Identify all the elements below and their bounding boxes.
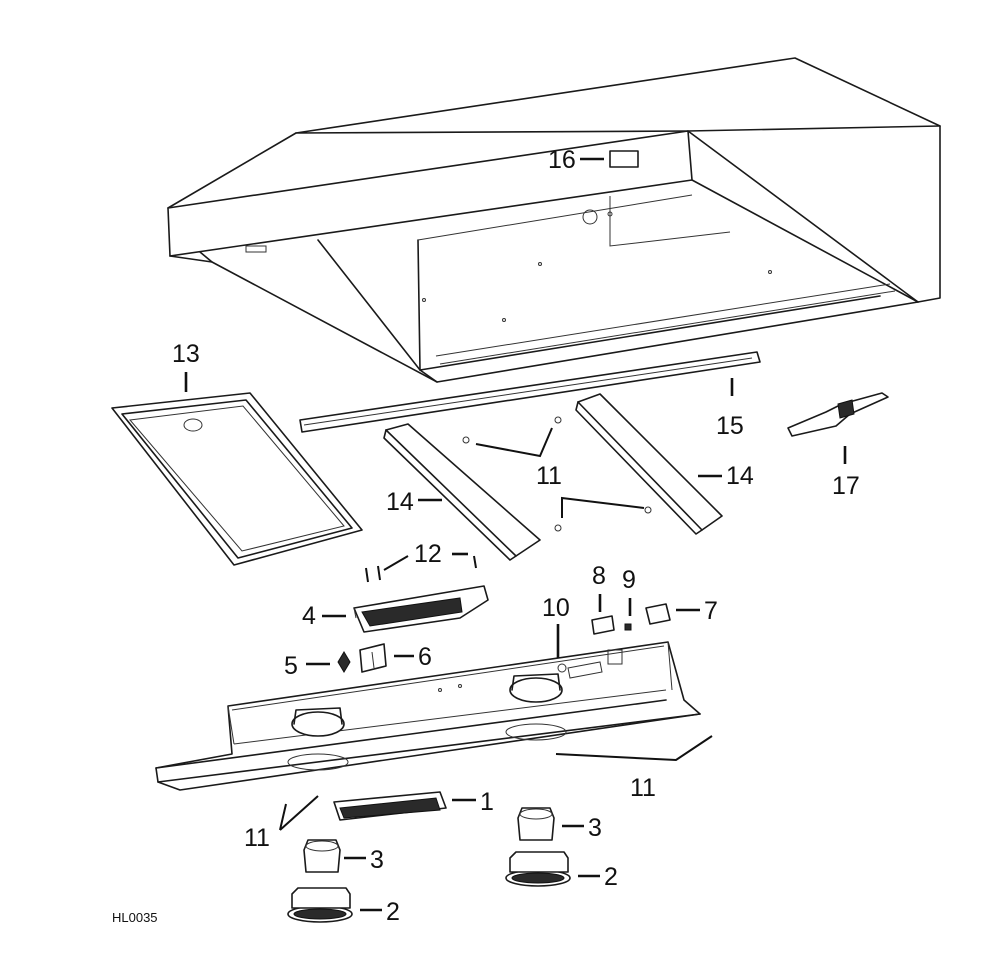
callout-5: 5 (284, 652, 298, 680)
callout-17: 17 (832, 472, 860, 500)
part-9-clip (624, 623, 632, 631)
part-3-bulb-right (517, 807, 555, 841)
range-hood-housing (167, 57, 941, 383)
callout-11-left: 11 (244, 824, 270, 852)
callout-15: 15 (716, 412, 744, 440)
callout-2-right: 2 (604, 863, 618, 891)
callout-13: 13 (172, 340, 200, 368)
callout-8: 8 (592, 562, 606, 590)
callout-6: 6 (418, 643, 432, 671)
callout-labels: 16 13 15 11 14 14 17 12 4 8 9 10 7 5 6 1… (172, 146, 860, 926)
callout-10: 10 (542, 594, 570, 622)
drawing-code: HL0035 (112, 910, 158, 925)
part-3-bulb-left (303, 839, 341, 873)
part-14-bracket-left (383, 423, 541, 561)
part-14-bracket-right (575, 393, 723, 535)
callout-1: 1 (480, 788, 494, 816)
part-17-hinge-bracket (787, 392, 889, 437)
callout-9: 9 (622, 566, 636, 594)
callout-12: 12 (414, 540, 442, 568)
callout-16: 16 (548, 146, 576, 174)
screws-upper (462, 416, 652, 532)
part-13-grease-filter (111, 392, 363, 566)
part-1-light-lens (333, 791, 447, 821)
part-7-fuse-holder (645, 603, 671, 625)
part-5-knob (337, 651, 351, 673)
callout-14-right: 14 (726, 462, 754, 490)
part-16-switch-plate (609, 150, 639, 168)
callout-3-right: 3 (588, 814, 602, 842)
part-15-front-rail (299, 351, 761, 433)
leader-lines (184, 157, 847, 912)
part-4-switch-assembly (353, 585, 489, 633)
part-2-trim-right (505, 851, 571, 887)
part-12-screws (365, 555, 477, 583)
callout-4: 4 (302, 602, 316, 630)
callout-11-right: 11 (630, 774, 656, 802)
bottom-pan (155, 641, 701, 791)
callout-3-left: 3 (370, 846, 384, 874)
callout-7: 7 (704, 597, 718, 625)
part-6-bracket (359, 643, 387, 673)
part-2-trim-left (287, 887, 353, 923)
callout-14-left: 14 (386, 488, 414, 516)
callout-11-upper: 11 (536, 462, 562, 490)
part-8-fuse (591, 615, 615, 635)
callout-2-left: 2 (386, 898, 400, 926)
